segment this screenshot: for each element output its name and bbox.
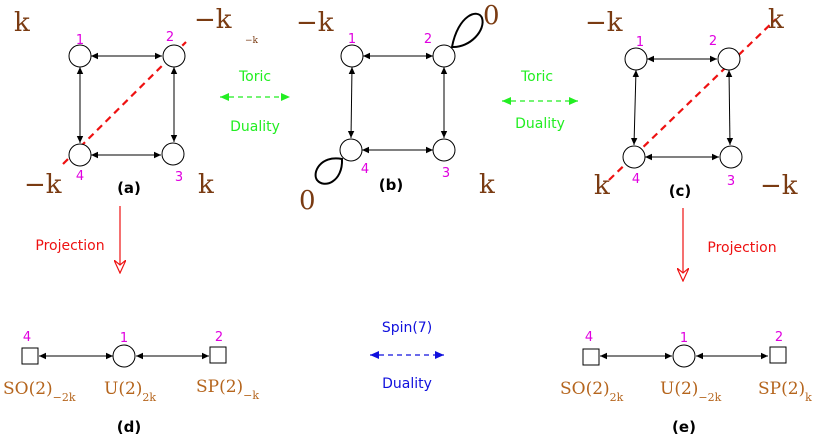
node-4 [68, 143, 92, 167]
group-level: −2k [53, 391, 76, 404]
node-label-1: 1 [348, 32, 356, 47]
node-4 [339, 138, 363, 162]
node-3 [432, 138, 456, 162]
node-4 [622, 145, 646, 169]
node-label-2: 2 [775, 330, 783, 345]
caption-b: (b) [379, 176, 403, 194]
node-1 [340, 44, 364, 68]
level-top-left: −k [296, 8, 334, 38]
caption-e: (e) [672, 418, 696, 436]
node-2 [162, 44, 186, 68]
level-bottom-left: k [594, 171, 610, 201]
level-top-right-small: −k [245, 36, 259, 46]
group-base: SO(2) [560, 379, 610, 399]
group-so2: SO(2)−2k [3, 379, 76, 404]
node-2 [432, 44, 456, 68]
group-base: U(2) [104, 379, 142, 399]
toric-duality-right: Toric Duality [502, 69, 578, 132]
group-level: 2k [142, 391, 156, 404]
toric-label: Toric [520, 69, 553, 85]
node-1 [624, 47, 648, 71]
node-label-3: 3 [727, 174, 735, 189]
node-label-1: 1 [636, 35, 644, 50]
node-label-1: 1 [76, 33, 84, 48]
circle-node-1 [112, 344, 136, 368]
level-top-right: k [768, 5, 784, 35]
node-label-2: 2 [215, 330, 223, 345]
caption-a: (a) [117, 179, 141, 197]
arrow-1-4 [347, 66, 356, 139]
group-sp2: SP(2)k [758, 379, 812, 404]
projection-label: Projection [707, 240, 776, 256]
node-label-4: 4 [76, 169, 84, 184]
node-label-4: 4 [23, 330, 31, 345]
level-bottom-right: k [479, 170, 495, 200]
node-label-2: 2 [424, 32, 432, 47]
spin7-label: Spin(7) [382, 320, 432, 336]
node-label-1: 1 [680, 331, 688, 346]
level-bottom-left: 0 [299, 186, 316, 216]
group-u2: U(2)2k [104, 379, 156, 404]
node-label-4: 4 [585, 330, 593, 345]
node-label-3: 3 [442, 166, 450, 181]
loop-node-4 [314, 157, 344, 185]
caption-c: (c) [669, 182, 692, 200]
diagram-d: 4 1 2 SO(2)−2k U(2)2k SP(2)−k (d) [3, 330, 259, 436]
node-label-4: 4 [632, 172, 640, 187]
node-1 [68, 44, 92, 68]
caption-d: (d) [117, 418, 141, 436]
node-label-2: 2 [709, 34, 717, 49]
group-level: k [805, 391, 812, 404]
toric-duality-left: Toric Duality [220, 69, 290, 135]
quiver-a: 1 2 3 4 k −k −k −k k (a) [14, 5, 259, 200]
duality-label: Duality [230, 119, 280, 135]
node-3 [719, 145, 743, 169]
node-label-3: 3 [175, 170, 183, 185]
level-bottom-left: −k [24, 170, 62, 200]
square-node-2 [769, 346, 787, 364]
square-node-4 [582, 348, 600, 366]
level-bottom-right: −k [760, 171, 798, 201]
group-base: SP(2) [196, 377, 243, 397]
circle-node-1 [672, 344, 696, 368]
group-level: 2k [610, 391, 624, 404]
group-base: SP(2) [758, 379, 805, 399]
quiver-b: 1 2 3 4 −k 0 0 k (b) [296, 1, 500, 216]
node-label-2: 2 [166, 30, 174, 45]
toric-label: Toric [238, 69, 271, 85]
duality-label: Duality [382, 376, 432, 392]
level-bottom-right: k [198, 170, 214, 200]
arrow-2-3 [725, 69, 734, 146]
projection-label: Projection [35, 238, 104, 254]
loop-node-2 [450, 12, 484, 49]
projection-right: Projection [683, 208, 777, 281]
node-2 [717, 47, 741, 71]
group-so2: SO(2)2k [560, 379, 624, 404]
level-top-left: −k [585, 8, 623, 38]
square-node-2 [209, 346, 227, 364]
level-top-right: −k [194, 5, 232, 35]
group-sp2: SP(2)−k [196, 377, 259, 402]
node-label-4: 4 [361, 162, 369, 177]
group-base: U(2) [660, 379, 698, 399]
projection-left: Projection [35, 206, 120, 273]
level-top-right: 0 [483, 1, 500, 31]
level-top-left: k [14, 8, 30, 38]
square-node-4 [21, 347, 39, 365]
group-u2: U(2)−2k [660, 379, 722, 404]
group-level: −2k [698, 391, 721, 404]
node-label-1: 1 [120, 331, 128, 346]
spin7-duality: Spin(7) Duality [370, 320, 444, 392]
arrow-1-4 [630, 69, 640, 146]
node-3 [161, 142, 185, 166]
group-level: −k [243, 389, 259, 402]
diagram-e: 4 1 2 SO(2)2k U(2)−2k SP(2)k (e) [560, 330, 812, 436]
duality-label: Duality [515, 116, 565, 132]
group-base: SO(2) [3, 379, 53, 399]
quiver-c: 1 2 3 4 −k k k −k (c) [585, 5, 798, 201]
